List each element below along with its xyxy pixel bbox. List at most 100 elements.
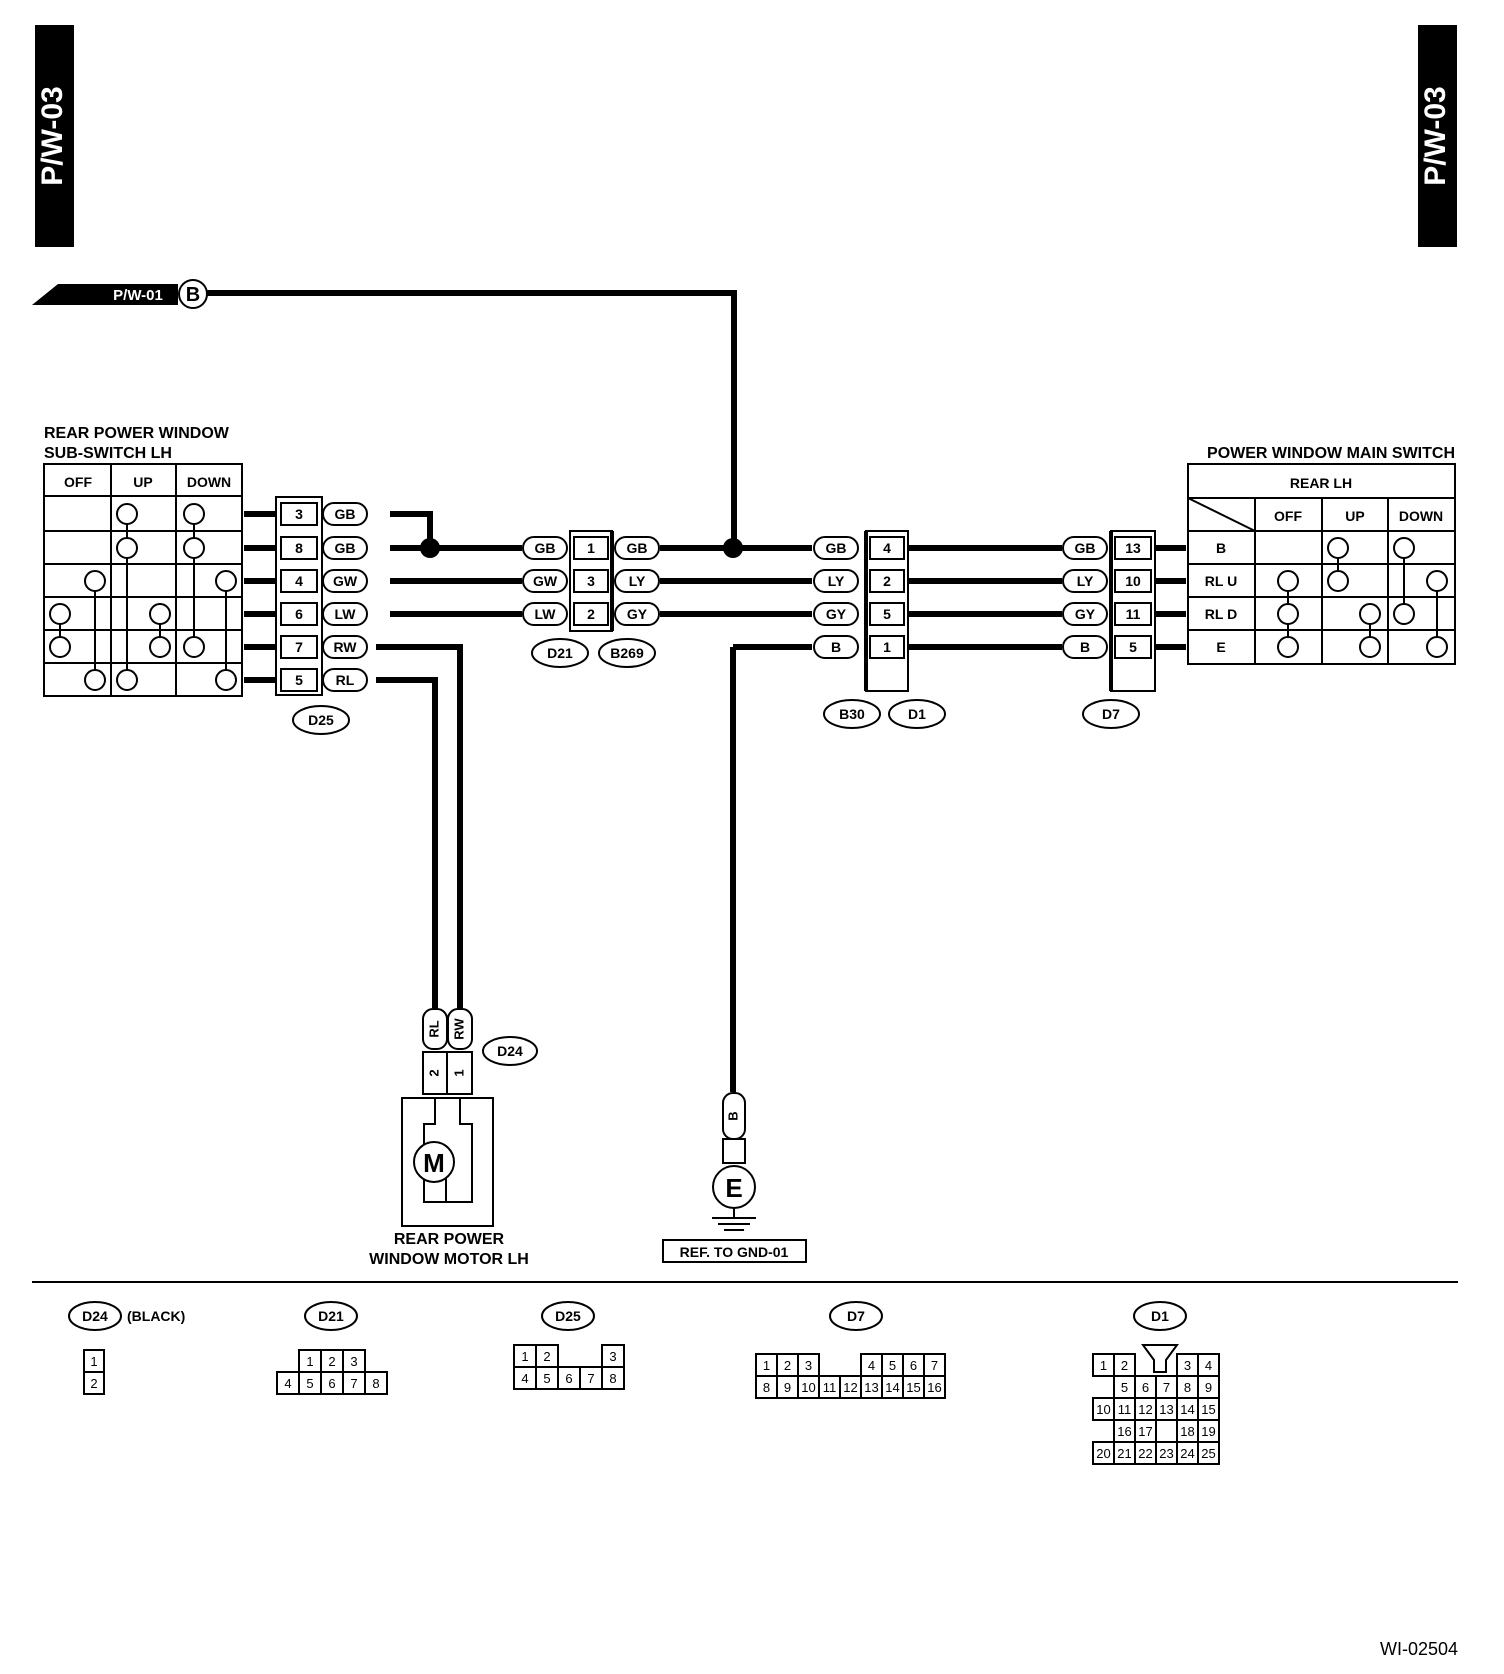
- cv-d7-pin: 9: [784, 1380, 791, 1395]
- cv-d21-pin: 4: [284, 1376, 291, 1391]
- d7-pin: 5: [1129, 639, 1137, 655]
- cv-d1-pin: 11: [1118, 1402, 1132, 1417]
- d25-wire: GW: [333, 573, 358, 589]
- d25-wire: RL: [336, 672, 355, 688]
- d25-label: D25: [308, 712, 334, 728]
- d21-label: D21: [547, 645, 573, 661]
- motor-title-2: WINDOW MOTOR LH: [369, 1251, 529, 1268]
- d1-wire: GY: [826, 606, 847, 622]
- cv-d21-pin: 6: [328, 1376, 335, 1391]
- cv-d7-pin: 3: [805, 1358, 812, 1373]
- d21-right-wire: LY: [629, 573, 646, 589]
- d21-left-wire: GB: [535, 540, 556, 556]
- page-tag-left: P/W-03: [35, 25, 74, 247]
- wires: [207, 290, 1186, 1092]
- cv-d1-pin: 13: [1159, 1402, 1173, 1417]
- sub-col-down: DOWN: [187, 474, 231, 490]
- cv-d24-id: D24: [82, 1308, 108, 1324]
- d25-pin: 3: [295, 506, 303, 522]
- cv-d25-pin: 4: [521, 1371, 528, 1386]
- b269-label: B269: [610, 645, 644, 661]
- cv-d1-pin: 21: [1117, 1446, 1131, 1461]
- cv-d1-pin: 16: [1117, 1424, 1131, 1439]
- b30-label: B30: [839, 706, 865, 722]
- d25-pin: 5: [295, 672, 303, 688]
- incoming-letter: B: [186, 284, 200, 306]
- cv-d1-pin: 8: [1184, 1380, 1191, 1395]
- cv-d1-pin: 15: [1201, 1402, 1215, 1417]
- cv-d25-pin: 8: [609, 1371, 616, 1386]
- motor-pin-2: 2: [426, 1069, 441, 1076]
- cv-d1-pin: 18: [1180, 1424, 1194, 1439]
- d21-left-wire: LW: [535, 606, 557, 622]
- motor-title-1: REAR POWER: [394, 1231, 505, 1248]
- cv-d7-pin: 10: [801, 1380, 815, 1395]
- connector-view-d25: D25: [541, 1301, 595, 1331]
- d7-wire: GB: [1075, 540, 1096, 556]
- rear-sub-switch: REAR POWER WINDOW SUB-SWITCH LH OFF UP D…: [43, 425, 243, 697]
- sub-col-up: UP: [133, 474, 152, 490]
- cv-d21-pin: 3: [350, 1354, 357, 1369]
- main-row-e: E: [1216, 639, 1225, 655]
- main-col-up: UP: [1345, 508, 1364, 524]
- cv-d1-pin: 22: [1138, 1446, 1152, 1461]
- cv-d1-pin: 14: [1180, 1402, 1194, 1417]
- cv-d7-pin: 4: [868, 1358, 875, 1373]
- main-row-b: B: [1216, 540, 1226, 556]
- cv-d1-pin: 3: [1184, 1358, 1191, 1373]
- cv-d1-pin: 1: [1100, 1358, 1107, 1373]
- cv-d1-pin: 9: [1205, 1380, 1212, 1395]
- cv-d7-pin: 15: [906, 1380, 920, 1395]
- motor-symbol: M: [423, 1148, 445, 1178]
- power-window-main-switch: POWER WINDOW MAIN SWITCH REAR LH OFF UP …: [1187, 445, 1456, 665]
- d25-pin: 4: [295, 573, 303, 589]
- cv-d7-pin: 13: [864, 1380, 878, 1395]
- cv-d1-pin: 20: [1096, 1446, 1110, 1461]
- cv-d7-pin: 11: [823, 1380, 837, 1395]
- cv-d25-pin: 3: [609, 1349, 616, 1364]
- d21-pin: 1: [587, 540, 595, 556]
- ground-ref: REF. TO GND-01: [680, 1244, 789, 1260]
- cv-d1-pin: 2: [1121, 1358, 1128, 1373]
- connector-view-d7: D7: [829, 1301, 883, 1331]
- cv-d25-pin: 1: [521, 1349, 528, 1364]
- d1-pin: 2: [883, 573, 891, 589]
- main-row-rld: RL D: [1205, 606, 1237, 622]
- rear-window-motor: RL RW 2 1 D24 M REAR POWER WINDOW MOTOR …: [369, 1008, 538, 1268]
- sub-switch-title-1: REAR POWER WINDOW: [44, 425, 230, 442]
- d7-wire: B: [1080, 639, 1090, 655]
- cv-d21-pin: 1: [306, 1354, 313, 1369]
- cv-d1-id: D1: [1151, 1308, 1169, 1324]
- d7-label: D7: [1102, 706, 1120, 722]
- figure-id: WI-02504: [1380, 1639, 1458, 1659]
- cv-d1-pin: 17: [1138, 1424, 1152, 1439]
- d25-wire: LW: [335, 606, 357, 622]
- main-col-down: DOWN: [1399, 508, 1443, 524]
- main-col-off: OFF: [1274, 508, 1302, 524]
- d1-wire: GB: [826, 540, 847, 556]
- cv-d25-id: D25: [555, 1308, 581, 1324]
- d7-pin: 11: [1126, 606, 1141, 622]
- svg-text:P/W-03: P/W-03: [1419, 86, 1452, 185]
- cv-d21-pin: 5: [306, 1376, 313, 1391]
- cv-d7-pin: 5: [889, 1358, 896, 1373]
- d25-pin: 7: [295, 639, 303, 655]
- incoming-reference: P/W-01 B: [32, 279, 208, 309]
- cv-d24-note: (BLACK): [127, 1308, 185, 1324]
- d7-pin: 10: [1125, 573, 1141, 589]
- ground: B E REF. TO GND-01: [662, 1092, 807, 1263]
- cv-d1-pin: 7: [1163, 1380, 1170, 1395]
- d21-pin: 3: [587, 573, 595, 589]
- cv-d7-pin: 8: [763, 1380, 770, 1395]
- cv-d7-pin: 16: [927, 1380, 941, 1395]
- cv-d7-pin: 6: [910, 1358, 917, 1373]
- cv-d25-pin: 6: [565, 1371, 572, 1386]
- d21-right-wire: GY: [627, 606, 648, 622]
- d25-pin: 6: [295, 606, 303, 622]
- d1-wire: B: [831, 639, 841, 655]
- cv-d7-id: D7: [847, 1308, 865, 1324]
